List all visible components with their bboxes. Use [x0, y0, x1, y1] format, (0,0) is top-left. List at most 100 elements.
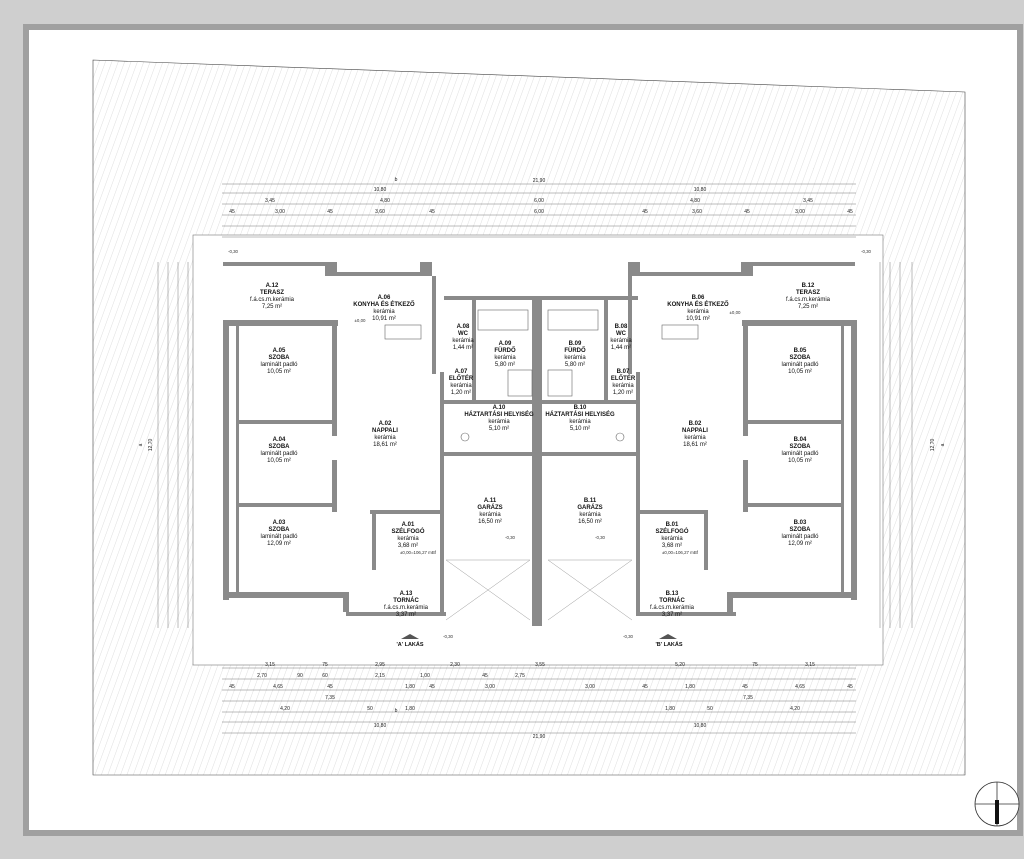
room-name: KONYHA ÉS ÉTKEZŐ	[353, 300, 415, 308]
walls-unit-a	[223, 262, 542, 626]
dimension-value: 1,80	[665, 706, 675, 712]
room-floor: laminált padló	[781, 362, 819, 368]
room-floor: laminált padló	[260, 362, 298, 368]
room-id: A.10	[493, 405, 506, 411]
dimension-value: 3,15	[805, 662, 815, 668]
dim-half-right: 10,80	[694, 187, 707, 193]
side-dimensions	[157, 262, 913, 628]
room-id: A.08	[457, 324, 470, 330]
room-name: NAPPALI	[682, 428, 708, 434]
room-area: 18,61 m²	[373, 442, 397, 448]
room-area: 10,05 m²	[267, 369, 291, 375]
dimension-value: 7,35	[325, 695, 335, 701]
dim-total-bottom: 21,90	[533, 734, 546, 740]
dimension-value: 45	[327, 684, 333, 690]
dimension-value: 3,45	[265, 198, 275, 204]
room-name: TERASZ	[260, 290, 284, 296]
room-name: SZOBA	[269, 527, 291, 533]
room-area: 12,09 m²	[788, 541, 812, 547]
bottom-dimensions	[222, 667, 856, 734]
north-arrow-icon	[974, 781, 1020, 827]
room-area: 10,05 m²	[788, 458, 812, 464]
room-floor: kerámia	[564, 355, 586, 361]
room-floor: laminált padló	[260, 451, 298, 457]
room-name: SZÉLFOGÓ	[392, 527, 425, 535]
room-floor: kerámia	[479, 512, 501, 518]
room-id: B.07	[617, 369, 630, 375]
room-floor: kerámia	[579, 512, 601, 518]
room-floor: kerámia	[494, 355, 516, 361]
dim-side-left: 12,70	[148, 439, 154, 452]
room-id: A.07	[455, 369, 468, 375]
room-floor: kerámia	[610, 338, 632, 344]
dim-side-right: 12,70	[930, 439, 936, 452]
room-floor: laminált padló	[781, 534, 819, 540]
entry-arrow-a	[401, 634, 419, 639]
side-marker-right: a	[940, 443, 946, 446]
dimension-value: 1,80	[685, 684, 695, 690]
level-garage-left: -0,30	[505, 535, 516, 540]
dimension-value: 45	[642, 209, 648, 215]
room-floor: kerámia	[374, 435, 396, 441]
room-floor: kerámia	[569, 419, 591, 425]
room-id: A.02	[379, 421, 392, 427]
room-id: B.11	[584, 498, 597, 504]
room-name: SZOBA	[790, 355, 812, 361]
room-name: FÜRDŐ	[564, 347, 586, 354]
room-floor: kerámia	[612, 383, 634, 389]
dim-half-left: 10,80	[374, 187, 387, 193]
dimension-value: 1,80	[405, 706, 415, 712]
dim-half-bottom-right: 10,80	[694, 723, 707, 729]
section-marker-bottom: b	[395, 708, 398, 714]
room-area: 3,68 m²	[662, 543, 682, 549]
room-area: 1,44 m²	[611, 345, 631, 351]
room-area: 10,91 m²	[686, 316, 710, 322]
room-name: KONYHA ÉS ÉTKEZŐ	[667, 300, 729, 308]
dimension-value: 45	[847, 209, 853, 215]
room-id: B.13	[666, 591, 679, 597]
level-kitchen-right: ±0,00	[730, 310, 742, 315]
room-area: 7,25 m²	[798, 304, 818, 310]
dimension-value: 45	[229, 684, 235, 690]
room-area: 10,05 m²	[267, 458, 291, 464]
dimension-value: 50	[707, 706, 713, 712]
room-area: 3,37 m²	[662, 612, 682, 618]
walls-unit-b	[542, 262, 857, 616]
dimension-value: 4,65	[795, 684, 805, 690]
dimension-value: 4,80	[690, 198, 700, 204]
room-id: B.01	[666, 522, 679, 528]
room-area: 5,80 m²	[565, 362, 585, 368]
room-name: WC	[458, 331, 469, 337]
dimension-value: 3,45	[803, 198, 813, 204]
room-area: 1,44 m²	[453, 345, 473, 351]
bathroom-fixtures	[384, 309, 699, 442]
dimension-value: 3,60	[375, 209, 385, 215]
room-id: A.11	[484, 498, 497, 504]
level-kitchen-left: ±0,00	[355, 318, 367, 323]
room-area: 5,10 m²	[489, 426, 509, 432]
dimension-value: 3,00	[275, 209, 285, 215]
garage-door-lines	[445, 559, 633, 621]
dimension-value: 3,00	[585, 684, 595, 690]
level-porch-left: -0,30	[443, 634, 454, 639]
room-id: A.05	[273, 348, 286, 354]
room-name: ELŐTÉR	[611, 374, 636, 382]
dimension-value: 45	[229, 209, 235, 215]
level-entry-right: ±0,00=106,27 mBf	[662, 550, 699, 555]
dimension-value: 50	[367, 706, 373, 712]
room-name: TERASZ	[796, 290, 820, 296]
room-floor: f.á.cs.m.kerámia	[786, 297, 831, 303]
dimension-value: 45	[847, 684, 853, 690]
dimension-value: 45	[482, 673, 488, 679]
level-garage-right: -0,30	[595, 535, 606, 540]
room-floor: laminált padló	[781, 451, 819, 457]
dimension-value: 45	[429, 209, 435, 215]
dimension-value: 45	[642, 684, 648, 690]
dimension-value: 2,70	[257, 673, 267, 679]
room-name: TORNÁC	[393, 597, 419, 604]
dimension-value: 1,00	[420, 673, 430, 679]
room-name: GARÁZS	[577, 504, 602, 511]
dimension-value: 45	[742, 684, 748, 690]
dimension-value: 60	[322, 673, 328, 679]
room-floor: kerámia	[450, 383, 472, 389]
